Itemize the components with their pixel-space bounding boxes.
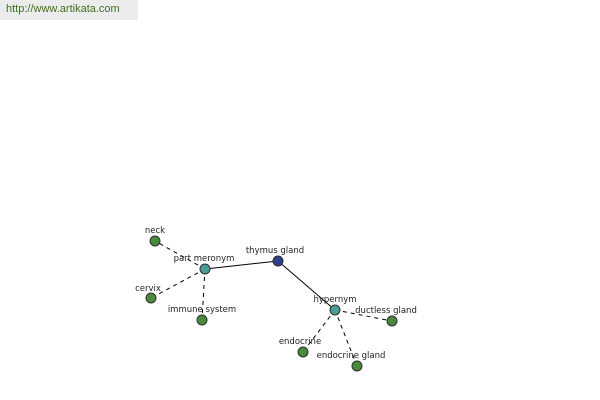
edge-thymus-hypernym	[277, 260, 336, 311]
node-neck[interactable]	[149, 235, 161, 247]
graph-edges	[150, 240, 393, 367]
node-label-endocrine[interactable]: endocrine	[279, 337, 321, 347]
edge-hypernym-ductless	[334, 309, 393, 322]
edge-hypernym-endocrine	[302, 309, 336, 353]
node-label-immune-system[interactable]: immune system	[168, 305, 236, 315]
node-label-ductless-gland[interactable]: ductless gland	[355, 306, 417, 316]
edge-thymus-partmer	[204, 260, 279, 270]
node-cervix[interactable]	[145, 292, 157, 304]
graph-labels: thymus gland part meronym hypernym neck cerv…	[135, 226, 417, 361]
node-label-neck[interactable]: neck	[145, 226, 165, 236]
edge-partmer-immune	[201, 268, 206, 321]
node-hypernym[interactable]	[329, 304, 341, 316]
node-ductless-gland[interactable]	[386, 315, 398, 327]
edge-hypernym-endogland	[334, 309, 358, 367]
node-endocrine[interactable]	[297, 346, 309, 358]
node-thymus-gland[interactable]	[272, 255, 284, 267]
node-label-cervix[interactable]: cervix	[135, 284, 161, 294]
edge-partmer-neck	[154, 240, 206, 270]
node-label-hypernym[interactable]: hypernym	[313, 295, 356, 305]
edge-partmer-cervix	[150, 268, 206, 299]
node-label-thymus-gland[interactable]: thymus gland	[246, 246, 304, 256]
node-endocrine-gland[interactable]	[351, 360, 363, 372]
node-immune-system[interactable]	[196, 314, 208, 326]
source-url-banner[interactable]: http://www.artikata.com	[0, 0, 138, 20]
node-label-part-meronym[interactable]: part meronym	[174, 254, 235, 264]
graph-nodes	[145, 235, 398, 372]
node-label-endocrine-gland[interactable]: endocrine gland	[317, 351, 386, 361]
node-part-meronym[interactable]	[199, 263, 211, 275]
